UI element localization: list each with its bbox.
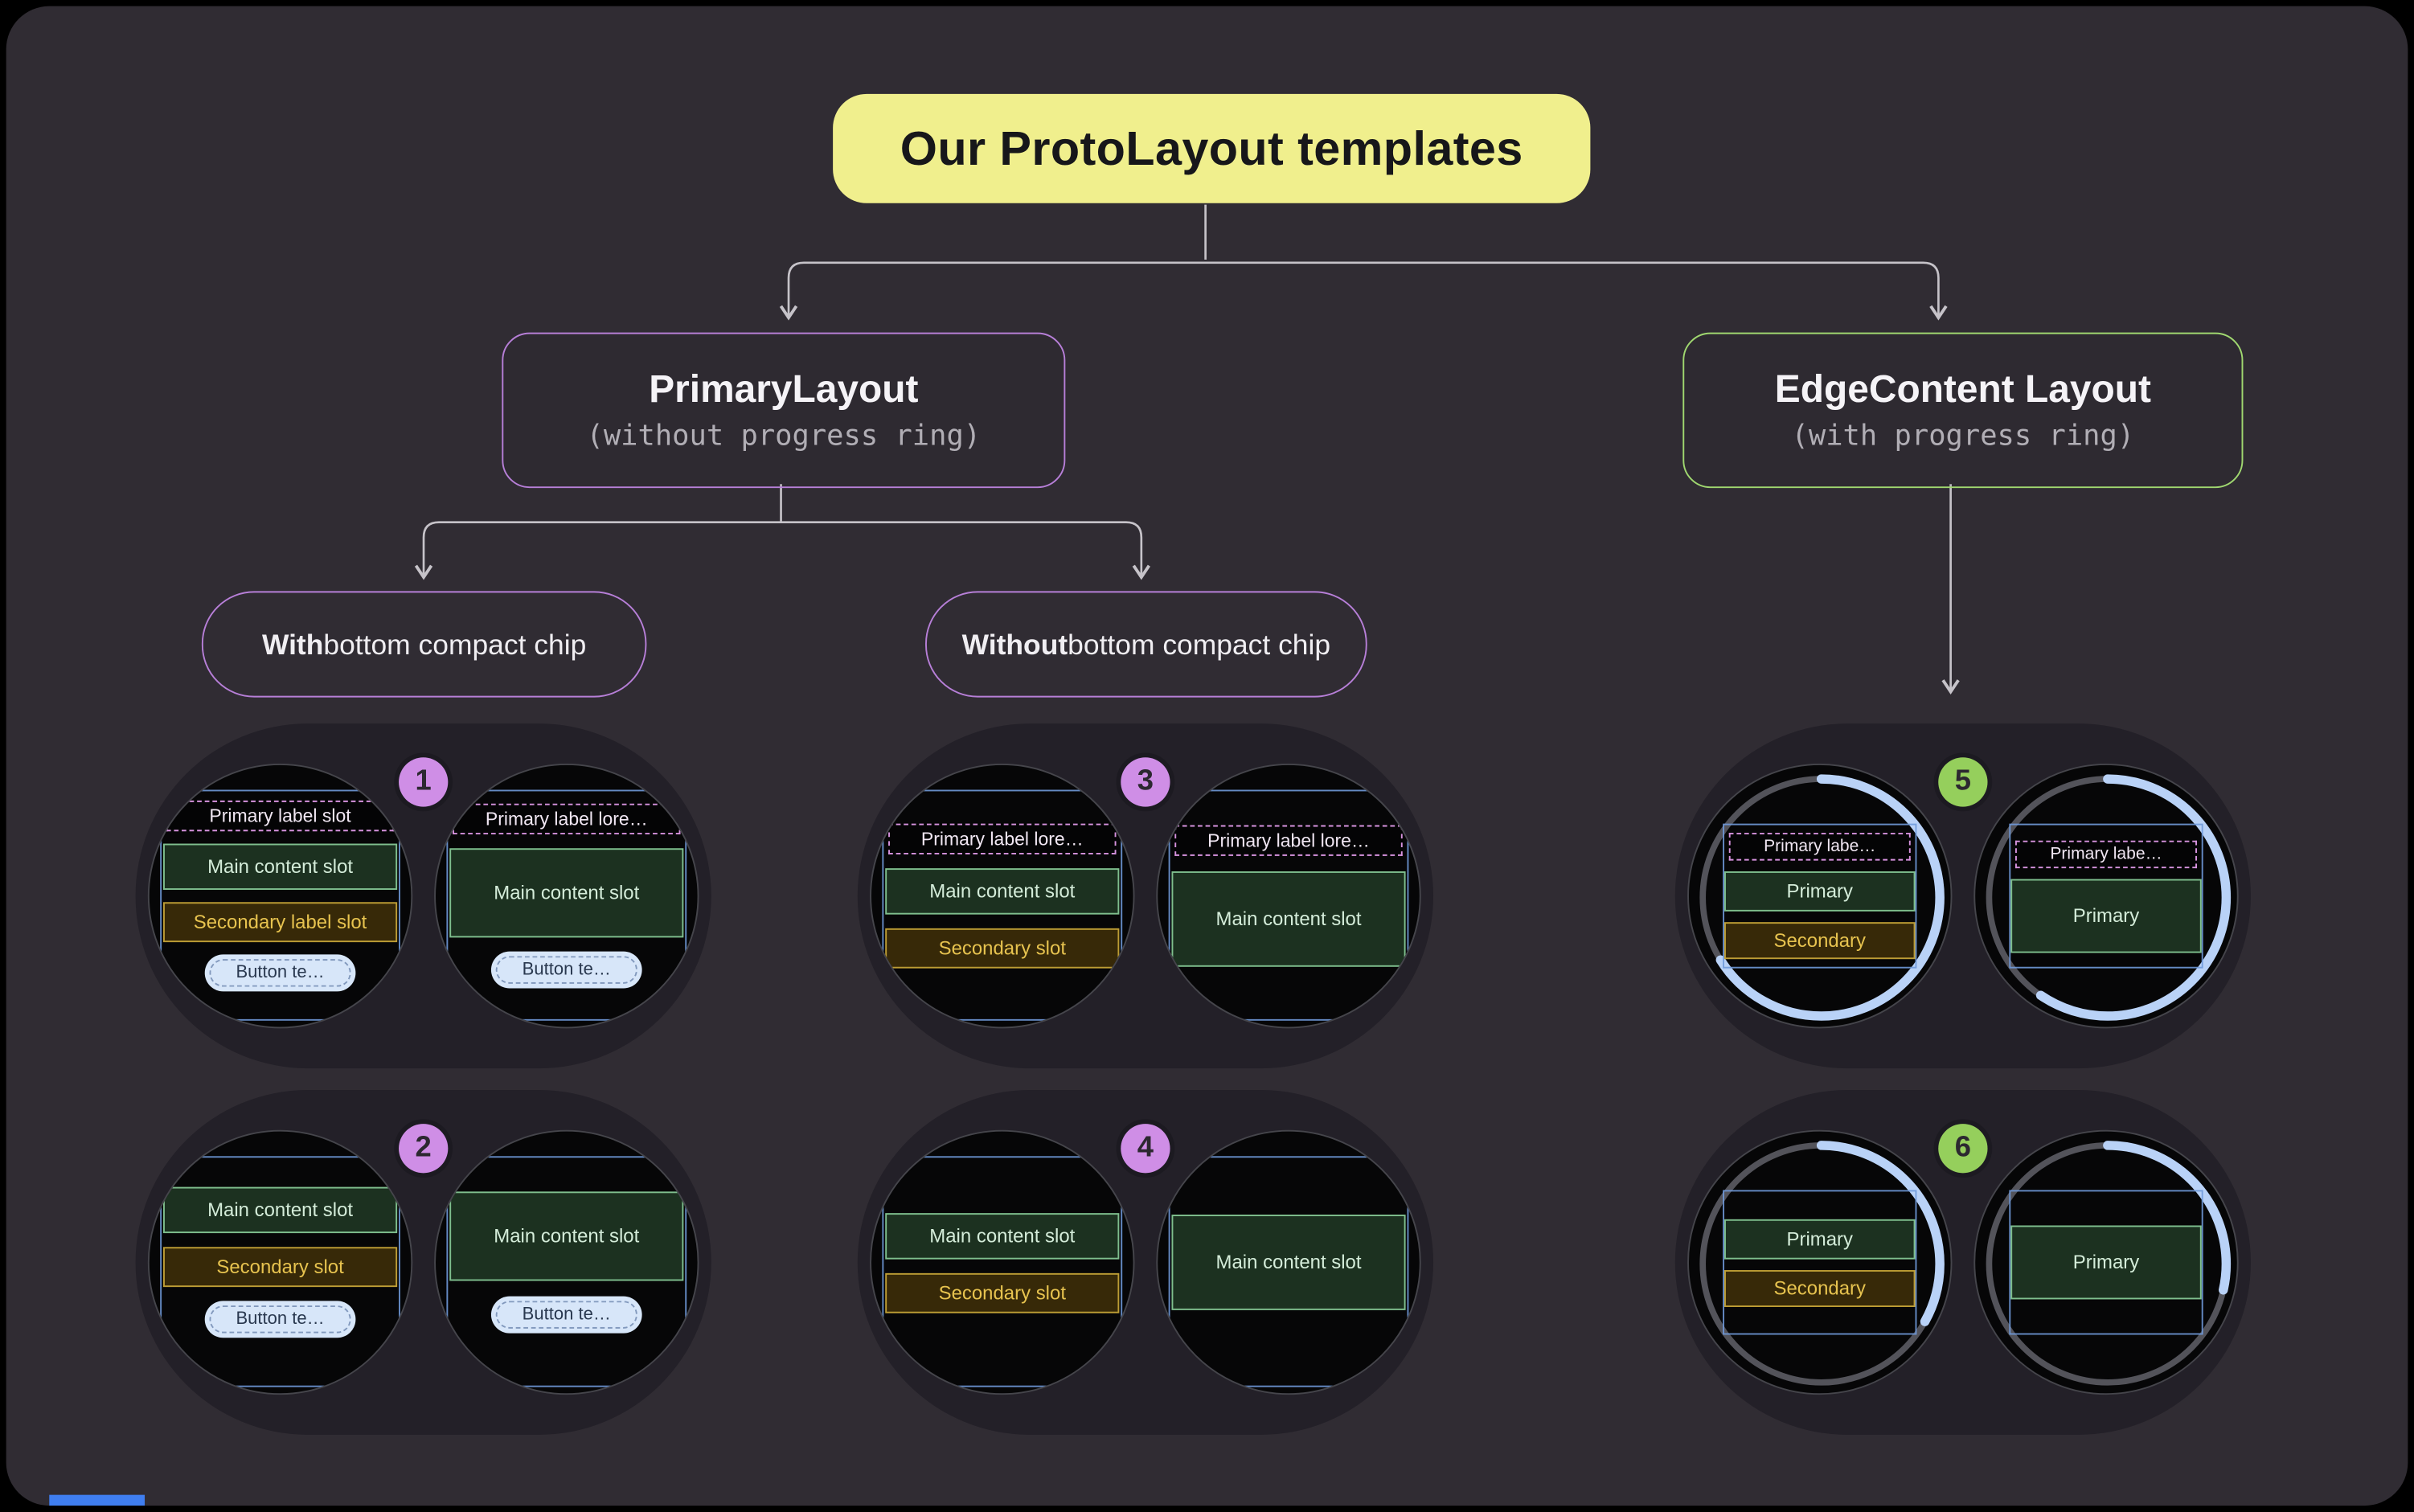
layout-bounds	[1723, 1190, 1917, 1335]
layout-bounds	[160, 1156, 400, 1387]
watch-face: Primary	[1973, 1129, 2239, 1395]
node-edge-content-layout: EdgeContent Layout (with progress ring)	[1682, 332, 2244, 489]
progress-ring	[1984, 1141, 2232, 1387]
secondary-label-slot: Secondary label slot	[163, 902, 398, 943]
compact-chip-button: Button te…	[204, 1301, 356, 1338]
primary-layout-title: PrimaryLayout	[649, 367, 919, 412]
watch-face: Main content slot Secondary slot	[870, 1129, 1135, 1395]
primary-slot: Primary	[1724, 1218, 1916, 1259]
badge-5: 5	[1938, 757, 1988, 807]
primary-slot: Primary	[1724, 871, 1916, 912]
progress-ring	[1698, 774, 1945, 1021]
edge-content-title: EdgeContent Layout	[1774, 367, 2151, 412]
watch-face: Primary labe… Primary	[1973, 763, 2239, 1029]
layout-bounds	[446, 789, 687, 1021]
watch-face: Primary label lore… Main content slot Bu…	[434, 763, 699, 1029]
compact-chip-button: Button te…	[490, 1296, 642, 1334]
secondary-slot: Secondary slot	[885, 928, 1120, 969]
main-content-slot: Main content slot	[1171, 871, 1406, 967]
cropped-blue-artifact	[49, 1494, 145, 1506]
watch-face: Primary labe… Primary Secondary	[1687, 763, 1953, 1029]
primary-label-slot: Primary labe…	[2014, 839, 2197, 868]
compact-chip-button: Button te…	[204, 954, 356, 992]
watch-face: Primary label lore… Main content slot Se…	[870, 763, 1135, 1029]
template-group-6: 6 Primary Secondary Primary	[1674, 1089, 2252, 1435]
secondary-slot: Secondary	[1724, 922, 1916, 960]
watch-face: Primary Secondary	[1687, 1129, 1953, 1395]
template-group-4: 4 Main content slot Secondary slot Main …	[857, 1089, 1434, 1435]
primary-label-slot: Primary labe…	[1728, 833, 1911, 861]
edge-content-subtitle: (with progress ring)	[1791, 420, 2135, 453]
compact-chip-button: Button te…	[490, 951, 642, 989]
main-content-slot: Main content slot	[449, 848, 684, 938]
primary-label-slot: Primary label lore…	[888, 823, 1117, 854]
layout-bounds	[446, 1156, 687, 1387]
watch-face: Primary label slot Main content slot Sec…	[147, 763, 413, 1029]
layout-bounds	[1723, 823, 1917, 969]
primary-slot: Primary	[2010, 1225, 2202, 1300]
without-chip-label-bold: Without	[961, 627, 1068, 660]
connector-title-fork	[779, 261, 1948, 321]
main-content-slot: Main content slot	[1171, 1215, 1406, 1310]
main-content-slot: Main content slot	[885, 868, 1120, 915]
diagram-title: Our ProtoLayout templates	[833, 93, 1591, 203]
primary-label-slot: Primary label slot	[166, 800, 395, 832]
template-group-2: 2 Main content slot Secondary slot Butto…	[135, 1089, 711, 1435]
progress-ring	[1984, 774, 2232, 1021]
layout-bounds	[2009, 823, 2203, 969]
badge-2: 2	[399, 1124, 449, 1174]
node-without-bottom-compact-chip: Without bottom compact chip	[925, 591, 1367, 698]
badge-6: 6	[1938, 1124, 1988, 1174]
connector-lines	[414, 204, 1960, 695]
watch-face: Main content slot Button te…	[434, 1129, 699, 1395]
primary-layout-subtitle: (without progress ring)	[586, 420, 982, 453]
main-content-slot: Main content slot	[885, 1212, 1120, 1259]
watch-face: Main content slot	[1156, 1129, 1421, 1395]
layout-bounds	[882, 789, 1123, 1021]
secondary-slot: Secondary slot	[885, 1272, 1120, 1313]
diagram-title-text: Our ProtoLayout templates	[900, 121, 1523, 175]
node-primary-layout: PrimaryLayout (without progress ring)	[502, 332, 1066, 489]
layout-bounds	[160, 789, 400, 1021]
template-group-3: 3 Primary label lore… Main content slot …	[857, 723, 1434, 1069]
layout-bounds	[1168, 1156, 1409, 1387]
layout-bounds	[882, 1156, 1123, 1387]
watch-face: Main content slot Secondary slot Button …	[147, 1129, 413, 1395]
badge-4: 4	[1121, 1124, 1170, 1174]
watch-face: Primary label lore… Main content slot	[1156, 763, 1421, 1029]
with-chip-label-rest: bottom compact chip	[323, 627, 587, 660]
primary-label-slot: Primary label lore…	[453, 803, 681, 835]
protolayout-diagram: Our ProtoLayout templates PrimaryLayout …	[6, 6, 2408, 1506]
without-chip-label-rest: bottom compact chip	[1068, 627, 1331, 660]
badge-3: 3	[1121, 757, 1170, 807]
with-chip-label-bold: With	[261, 627, 324, 660]
primary-slot: Primary	[2010, 878, 2202, 953]
main-content-slot: Main content slot	[449, 1191, 684, 1281]
badge-1: 1	[399, 757, 449, 807]
secondary-slot: Secondary	[1724, 1269, 1916, 1307]
main-content-slot: Main content slot	[163, 1186, 398, 1234]
layout-bounds	[1168, 789, 1409, 1021]
node-with-bottom-compact-chip: With bottom compact chip	[201, 591, 647, 698]
template-group-5: 5 Primary labe… Primary Secondary Primar…	[1674, 723, 2252, 1069]
progress-ring	[1698, 1141, 1945, 1387]
template-group-1: 1 Primary label slot Main content slot S…	[135, 723, 711, 1069]
layout-bounds	[2009, 1190, 2203, 1335]
secondary-slot: Secondary slot	[163, 1247, 398, 1288]
main-content-slot: Main content slot	[163, 843, 398, 890]
primary-label-slot: Primary label lore…	[1174, 825, 1403, 856]
connector-primary-fork	[414, 521, 1151, 580]
